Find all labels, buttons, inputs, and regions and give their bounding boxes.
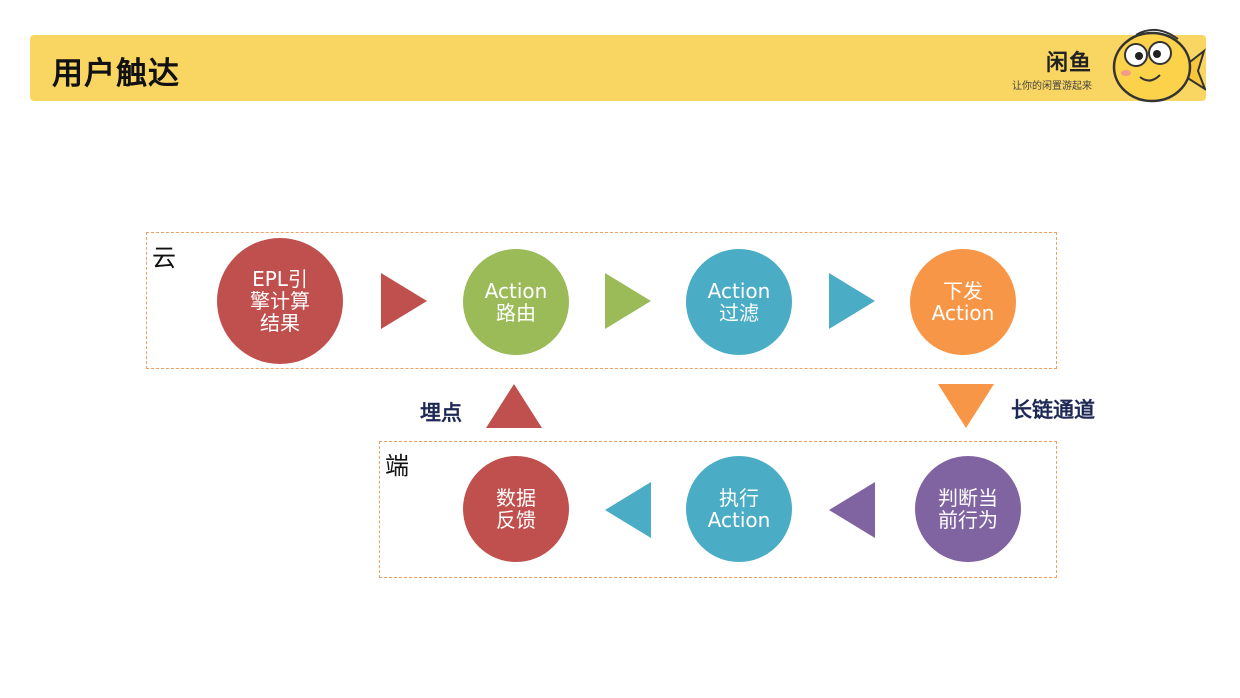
- device-label: 端: [385, 452, 409, 480]
- node-action-filter: Action 过滤: [686, 249, 792, 355]
- node-epl-result: EPL引 擎计算 结果: [217, 238, 343, 364]
- cloud-group: [146, 232, 1057, 369]
- node-label: Action 过滤: [707, 279, 771, 325]
- header-bar: 用户触达 闲鱼 让你的闲置游起来: [30, 28, 1206, 103]
- page-title: 用户触达: [52, 56, 180, 92]
- long-link-channel-label: 长链通道: [1011, 398, 1095, 422]
- brand-logo-text: 闲鱼: [1045, 51, 1092, 76]
- right-arrow-icon: [829, 273, 875, 329]
- node-data-feedback: 数据 反馈: [463, 456, 569, 562]
- node-action-routing: Action 路由: [463, 249, 569, 355]
- node-label: 数据 反馈: [496, 486, 536, 532]
- node-execute-action: 执行 Action: [686, 456, 792, 562]
- right-arrow-icon: [381, 273, 427, 329]
- node-label: 下发 Action: [931, 279, 995, 325]
- node-label: EPL引 擎计算 结果: [250, 267, 310, 335]
- brand-slogan: 让你的闲置游起来: [1012, 81, 1092, 92]
- up-arrow-icon: [486, 384, 542, 428]
- tracking-label: 埋点: [420, 401, 462, 425]
- fish-mascot-icon: [1112, 28, 1206, 103]
- cloud-label: 云: [152, 244, 176, 272]
- node-label: 判断当 前行为: [938, 486, 998, 532]
- down-arrow-icon: [938, 384, 994, 428]
- left-arrow-icon: [829, 482, 875, 538]
- node-label: Action 路由: [484, 279, 548, 325]
- device-group: [379, 441, 1057, 578]
- left-arrow-icon: [605, 482, 651, 538]
- node-judge-behavior: 判断当 前行为: [915, 456, 1021, 562]
- node-label: 执行 Action: [707, 486, 771, 532]
- right-arrow-icon: [605, 273, 651, 329]
- node-dispatch-action: 下发 Action: [910, 249, 1016, 355]
